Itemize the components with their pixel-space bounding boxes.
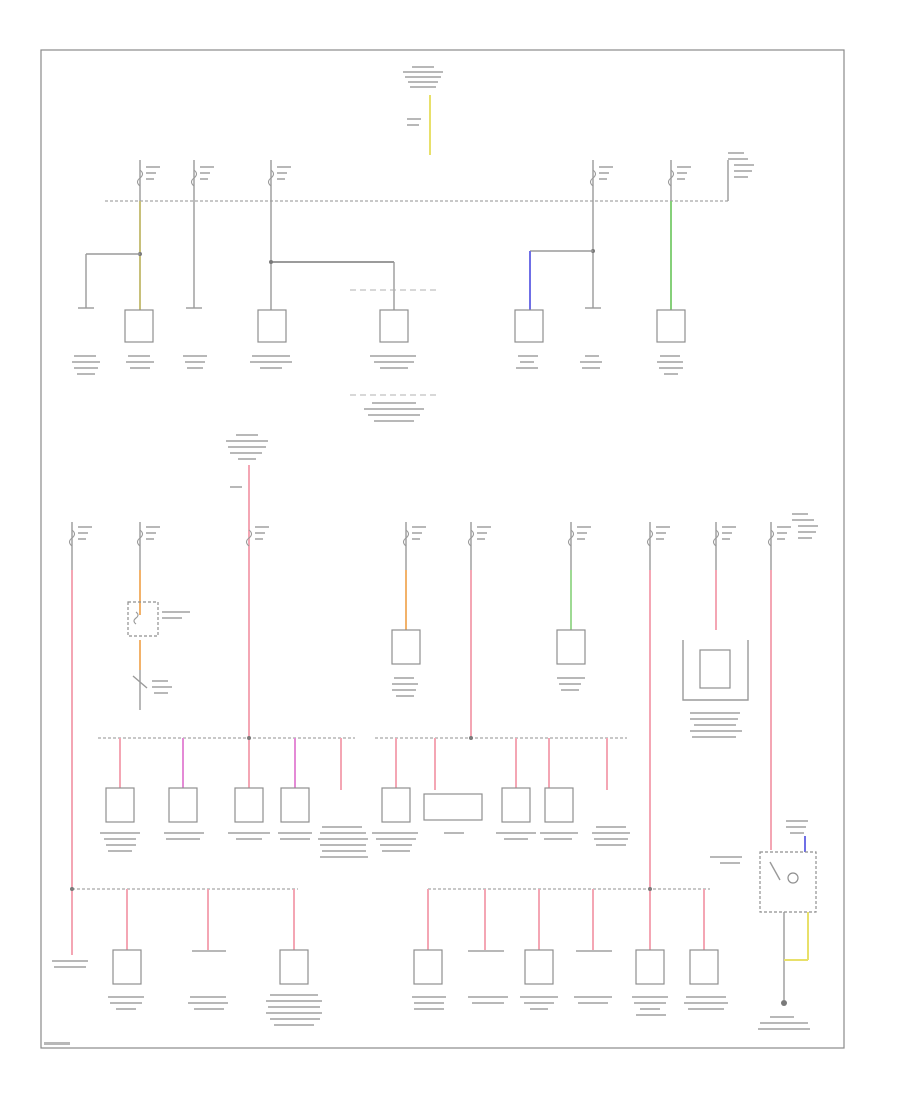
switch-symbol: [132, 675, 172, 694]
mid-component-labels: [392, 677, 742, 738]
mid-bus-end-label: [792, 513, 818, 539]
row1-labels: [100, 826, 630, 858]
mid-component-571: [556, 629, 586, 665]
row1-components: [105, 787, 574, 823]
diagram-frame: [40, 49, 845, 1049]
mid-component-406: [391, 629, 421, 665]
right-module: [710, 820, 817, 1030]
top-bus-end-label: [728, 152, 754, 178]
mid-long-feeds: [71, 570, 772, 955]
mid-component-716: [699, 649, 731, 689]
sub-harness-label: [364, 402, 424, 422]
top-component-4: [514, 309, 544, 343]
top-component-1: [124, 309, 154, 343]
module-bracket: [682, 640, 749, 701]
row2-components: [112, 949, 719, 985]
top-feed-label: [403, 66, 443, 88]
top-fuses: [136, 160, 691, 201]
mid-feed-label: [226, 434, 268, 460]
row2-drops: [126, 889, 705, 952]
row1-drops: [119, 738, 608, 790]
relay-box: [127, 601, 190, 637]
mid-fuses: [68, 522, 791, 570]
top-component-3: [379, 309, 409, 343]
top-component-5: [656, 309, 686, 343]
top-component-labels: [72, 355, 683, 375]
top-branch-wiring: [85, 201, 672, 310]
top-component-2: [257, 309, 287, 343]
row2-labels: [52, 950, 728, 1026]
page-code: [44, 1042, 70, 1045]
